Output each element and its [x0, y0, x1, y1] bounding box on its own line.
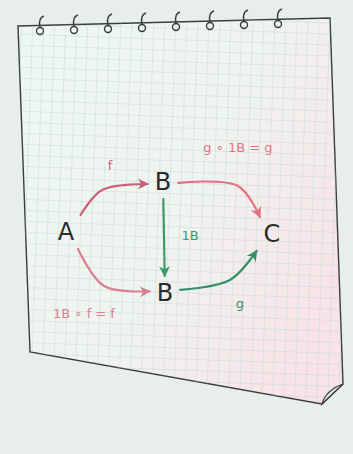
morphism-label: f [106, 158, 115, 174]
morphism-arrow [81, 184, 148, 215]
object-name: A [58, 218, 74, 246]
object-node: B [152, 278, 178, 308]
object-name: B [157, 279, 173, 307]
morphism-arrow [78, 249, 150, 291]
object-node: C [259, 219, 286, 249]
object-name: B [155, 168, 171, 196]
page-curl [322, 384, 343, 404]
morphism-label: 1B [179, 228, 200, 244]
object-node: B [150, 167, 176, 197]
morphism-arrow [178, 182, 260, 217]
morphism-label: 1B ∘ f = f [51, 306, 117, 322]
object-node: A [53, 217, 79, 247]
object-name: C [264, 220, 281, 248]
spiral-rings [37, 9, 283, 35]
morphism-arrow [180, 251, 256, 290]
morphism-arrow [163, 199, 164, 276]
morphism-label: g [234, 296, 246, 312]
morphism-label: g ∘ 1B = g [201, 140, 274, 156]
